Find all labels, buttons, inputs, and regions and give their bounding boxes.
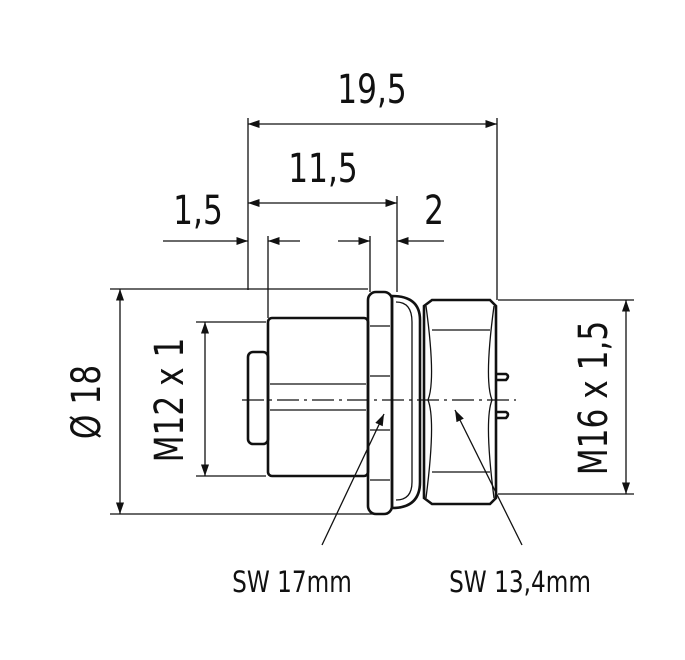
plug-face <box>246 350 270 446</box>
outer-diameter-label: Ø 18 <box>64 365 110 439</box>
sw17-label: SW 17mm <box>232 567 352 600</box>
leader-lines <box>321 409 523 546</box>
leader-sw17 <box>321 413 385 546</box>
pin-upper <box>496 372 510 382</box>
rear-thread-label: M16 x 1,5 <box>571 321 617 475</box>
washer <box>390 294 422 510</box>
overall-length-label: 19,5 <box>337 67 406 113</box>
rear-hex-housing <box>422 298 498 506</box>
front-thread-body <box>266 316 370 478</box>
panel-thickness-label: 2 <box>424 188 444 234</box>
front-offset-label: 1,5 <box>173 188 223 234</box>
connector-body <box>242 290 516 516</box>
dimension-lines <box>115 119 631 514</box>
pin-lower <box>496 410 510 420</box>
front-thread-label: M12 x 1 <box>147 338 193 463</box>
sw13-label: SW 13,4mm <box>449 567 591 600</box>
body-length-label: 11,5 <box>288 146 357 192</box>
leader-sw13 <box>454 409 523 546</box>
sw17-nut <box>366 290 394 516</box>
